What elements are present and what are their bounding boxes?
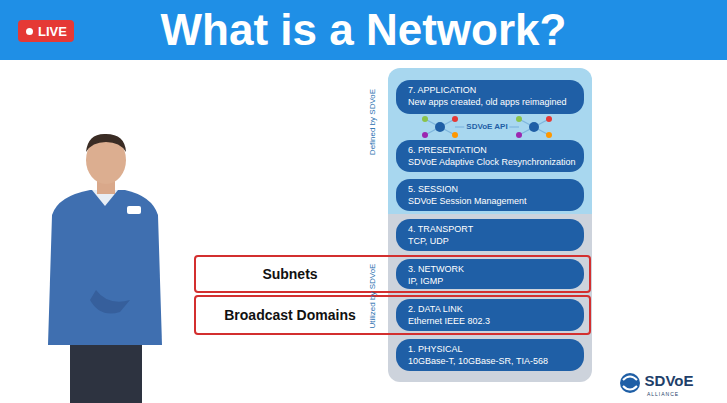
osi-layer-band: 2. DATA LINKEthernet IEEE 802.3 xyxy=(396,299,584,331)
logo-icon xyxy=(620,373,640,393)
topic-label-box: Subnets xyxy=(195,257,385,291)
layer-body: IP, IGMP xyxy=(408,275,574,287)
osi-layer-band: 5. SESSIONSDVoE Session Management xyxy=(396,179,584,211)
layer-heading: 5. SESSION xyxy=(408,183,574,195)
osi-layer-band: 7. APPLICATIONNew apps created, old apps… xyxy=(396,80,584,114)
layer-heading: 7. APPLICATION xyxy=(408,84,574,96)
live-dot xyxy=(26,28,33,35)
logo-text: ALLIANCE xyxy=(647,392,679,397)
layer-body: 10GBase-T, 10GBase-SR, TIA-568 xyxy=(408,355,574,367)
layer-heading: 3. NETWORK xyxy=(408,263,574,275)
osi-layer-band: 1. PHYSICAL10GBase-T, 10GBase-SR, TIA-56… xyxy=(396,339,584,371)
layer-heading: 1. PHYSICAL xyxy=(408,343,574,355)
layer-heading: 6. PRESENTATION xyxy=(408,144,574,156)
subnet-outline xyxy=(195,256,590,334)
layer-body: SDVoE Session Management xyxy=(408,195,574,207)
osi-layer-band: 6. PRESENTATIONSDVoE Adaptive Clock Resy… xyxy=(396,140,584,172)
title-bar xyxy=(0,0,727,60)
layer-body: SDVoE Adaptive Clock Resynchronization xyxy=(408,156,574,168)
side-label: Utilized by SDVoE xyxy=(369,264,377,329)
title-text: What is a Network? xyxy=(0,4,727,56)
live-text: LIVE xyxy=(38,24,67,39)
layer-body: TCP, UDP xyxy=(408,235,574,247)
layer-heading: 2. DATA LINK xyxy=(408,303,574,315)
api-network-icon xyxy=(425,119,549,135)
osi-layer-band: 4. TRANSPORTTCP, UDP xyxy=(396,219,584,251)
topic-label-box: Broadcast Domains xyxy=(195,297,385,333)
api-label: SDVoE API xyxy=(464,123,509,131)
layer-body: Ethernet IEEE 802.3 xyxy=(408,315,574,327)
presenter-figure xyxy=(48,134,162,403)
api-dots xyxy=(422,116,552,138)
osi-layer-band: 3. NETWORKIP, IGMP xyxy=(396,259,584,289)
side-label: Defined by SDVoE xyxy=(369,89,377,155)
topic-label: Broadcast Domains xyxy=(224,307,355,323)
topic-label: Subnets xyxy=(262,266,317,282)
layer-body: New apps created, old apps reimagined xyxy=(408,96,574,108)
logo-text: SDVoE xyxy=(645,373,694,388)
layer-heading: 4. TRANSPORT xyxy=(408,223,574,235)
live-badge: LIVE xyxy=(18,20,74,42)
